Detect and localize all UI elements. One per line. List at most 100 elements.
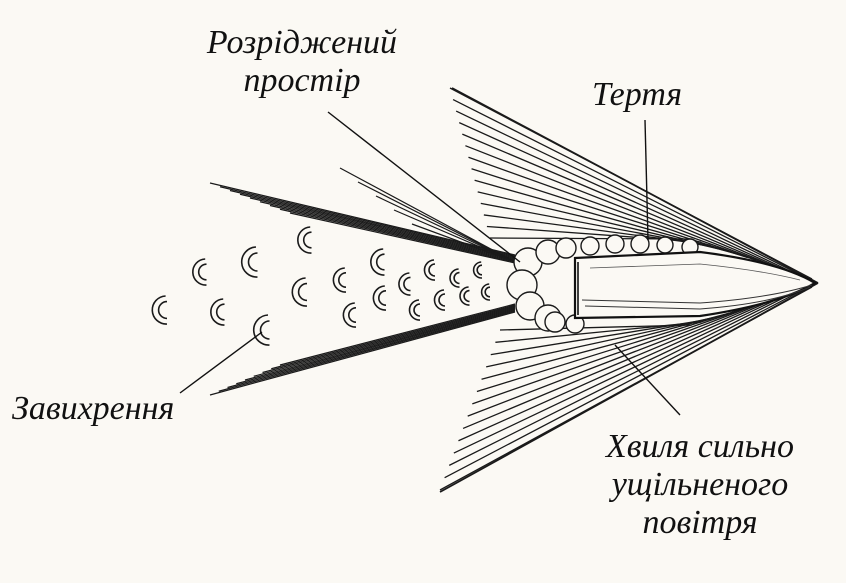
lower-wave-line [467, 303, 757, 417]
lower-wave-line [458, 298, 776, 442]
vortex-arc-inner [463, 289, 470, 303]
upper-wave-line [471, 168, 748, 259]
lower-wake-line [279, 303, 516, 366]
vortex-arc [240, 246, 258, 278]
vortex-arc [408, 299, 421, 321]
wave-label-line1: Хвиля сильно [606, 428, 794, 465]
shock-wave-lines [439, 87, 819, 493]
cloud-puff [656, 236, 674, 254]
friction-label: Тертя [592, 76, 683, 113]
lower-wake-line [227, 309, 516, 389]
vortex-arc-inner [476, 264, 483, 276]
upper-wake-line [259, 201, 516, 261]
vortex-label: Завихрення [12, 390, 175, 427]
bullet [573, 250, 818, 320]
wave-label-line2: ущільненого [611, 466, 789, 503]
rarefied-line [411, 223, 516, 263]
upper-wake-line [279, 208, 516, 263]
rarefied-line [393, 209, 516, 263]
vortex-arc-inner [375, 253, 385, 271]
upper-wake-line [249, 197, 516, 260]
vortex-arc-inner [428, 263, 436, 277]
lower-wake-line [271, 304, 516, 370]
vortex-arc [398, 272, 411, 296]
vortex-arc [252, 314, 270, 346]
vortex-arc-inner [247, 252, 258, 272]
vortex-swirls [151, 226, 491, 346]
vortex-leader [179, 331, 263, 394]
outer-wave-line [451, 87, 819, 284]
vortex-arc [449, 268, 460, 288]
lower-wake-line [218, 310, 516, 392]
vortex-arc-inner [259, 320, 270, 340]
lower-wave-line [462, 301, 767, 430]
vortex-arc [433, 289, 446, 311]
rarefied-line [375, 195, 516, 263]
vortex-arc [297, 226, 312, 254]
cloud-puff [605, 234, 625, 254]
lower-wake-line [236, 308, 516, 385]
rarefied-line [357, 181, 516, 263]
vortex-arc-inner [378, 290, 387, 306]
lower-wake-line [262, 305, 516, 374]
compressed-air-wave-label: Хвиля сильно ущільненого повітря [580, 428, 820, 542]
vortex-arc [151, 295, 168, 325]
vortex-arc-inner [403, 276, 411, 292]
vortex-arc [459, 286, 470, 306]
vortex-arc-inner [215, 303, 225, 321]
lower-wave-line [481, 312, 730, 380]
upper-wake-line [239, 193, 516, 259]
cloud-puff [555, 237, 577, 259]
upper-wave-line [465, 145, 767, 265]
lower-wave-line [476, 309, 739, 393]
rarefied-space-line1: Розріджений [206, 24, 398, 61]
lower-wake-line [244, 307, 516, 381]
vortex-arc [472, 261, 483, 279]
leader-lines [179, 111, 681, 416]
vortex-arc-inner [302, 231, 312, 249]
vortex-arc-inner [413, 303, 421, 317]
upper-wake-line [229, 189, 516, 258]
upper-wake-line [269, 204, 516, 262]
lower-wave-line [448, 292, 794, 466]
vortex-arc [480, 283, 491, 301]
vortex-arc [423, 259, 436, 281]
vortex-arc [372, 285, 387, 311]
vortex-arc [332, 267, 347, 293]
upper-wave-line [468, 156, 757, 262]
lower-wake-line [209, 311, 516, 396]
cloud-puff [630, 234, 650, 254]
upper-wave-line [462, 133, 776, 268]
friction-leader [644, 119, 649, 241]
rarefied-line [339, 167, 516, 263]
vortex-arc-inner [348, 307, 357, 323]
upper-wake-line [289, 212, 516, 264]
rarefied-space-line2: простір [243, 62, 361, 99]
upper-wave-line [458, 122, 785, 271]
lower-wave-line [444, 289, 804, 479]
vortex-arc-inner [438, 293, 446, 307]
lower-wave-line [453, 295, 785, 454]
wake-lines [209, 167, 516, 396]
lower-wave-line [499, 324, 693, 331]
lower-wake-line [253, 306, 516, 377]
vortex-arc [342, 302, 357, 328]
vortex-arc-inner [197, 263, 207, 281]
vortex-arc [192, 258, 207, 286]
vortex-arc [210, 298, 225, 326]
vortex-arc [370, 248, 385, 276]
vortex-arc-inner [157, 300, 168, 320]
upper-wake-line [209, 182, 516, 256]
vortex-arc-inner [453, 271, 460, 285]
cloud-puff [544, 311, 566, 333]
lower-wave-line [472, 306, 748, 405]
friction-cloud [506, 234, 699, 334]
vortex-arc-inner [297, 282, 308, 302]
vortex-arc [291, 277, 308, 307]
upper-wave-line [455, 110, 794, 274]
rarefied-leader [327, 111, 521, 263]
cloud-puff [580, 236, 600, 256]
outer-wave-line [439, 282, 819, 493]
